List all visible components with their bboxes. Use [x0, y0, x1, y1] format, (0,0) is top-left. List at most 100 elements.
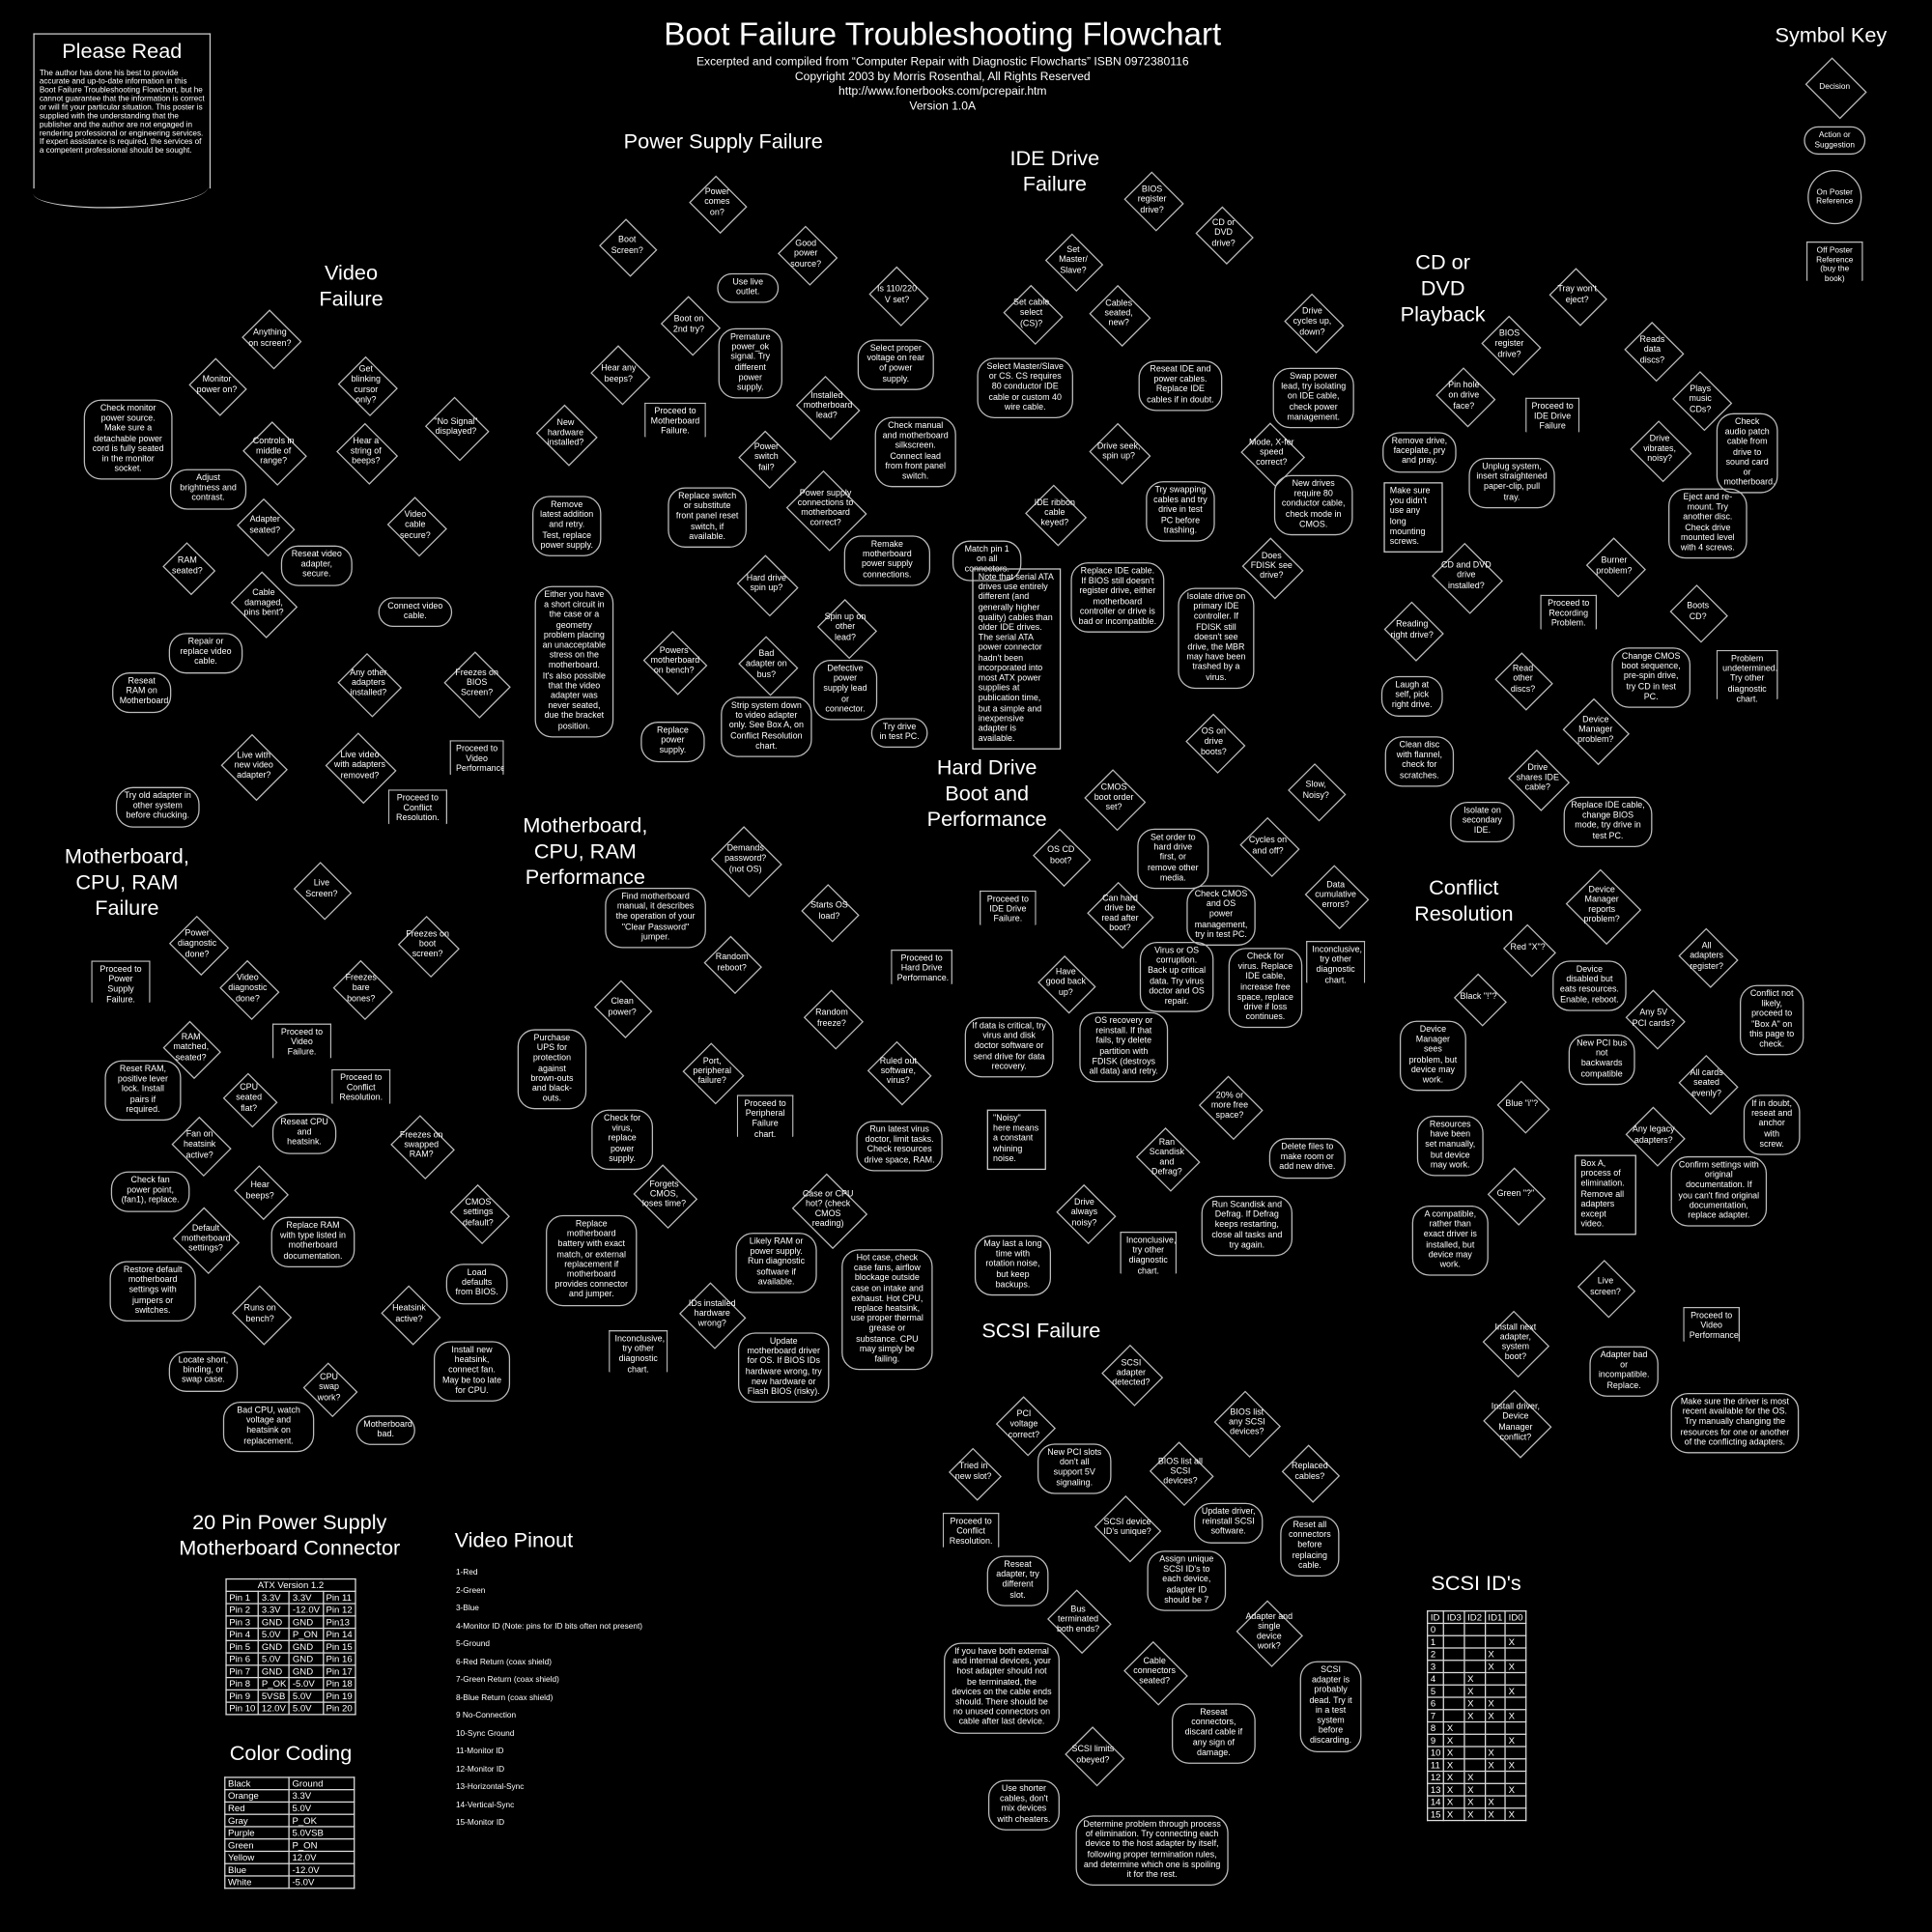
node-label: Either you have a short circuit in the c…: [542, 590, 607, 731]
hd-decision-node: Drive always noisy?: [1054, 1187, 1116, 1240]
table-cell: Ground: [288, 1776, 355, 1791]
cd-action-node: Isolate on secondary IDE.: [1450, 801, 1515, 842]
table-cell: [1443, 1684, 1465, 1698]
mbfail-action-node: Replace RAM with type listed in motherbo…: [270, 1216, 355, 1267]
table-cell: X: [1463, 1696, 1486, 1711]
node-label: Any 5V PCI cards?: [1632, 1009, 1675, 1028]
video-decision-node: Live with new video adapter?: [219, 737, 288, 796]
node-label: All cards seated evenly?: [1690, 1068, 1723, 1098]
table-cell: [1484, 1671, 1507, 1686]
ide-action-node: Swap power lead, try isolating on IDE ca…: [1272, 367, 1354, 429]
table-cell: [1463, 1622, 1486, 1636]
cd-decision-node: Tray won't eject?: [1548, 270, 1606, 321]
mbperf-action-node: Purchase UPS for protection against brow…: [517, 1029, 587, 1110]
table-row: 0: [1427, 1622, 1527, 1636]
node-label: Check monitor power source. Make sure a …: [92, 404, 164, 474]
node-label: Read other discs?: [1510, 665, 1536, 695]
node-label: Burner problem?: [1596, 556, 1633, 576]
table-cell: X: [1463, 1770, 1486, 1784]
node-label: IDs installed hardware wrong?: [688, 1299, 736, 1329]
table-cell: Pin 19: [322, 1689, 356, 1703]
node-label: Boots CD?: [1687, 602, 1710, 621]
table-cell: X: [1504, 1782, 1527, 1797]
mbfail-decision-node: Live Screen?: [292, 865, 351, 915]
node-label: Adapter seated?: [249, 516, 281, 535]
node-label: Check for virus. Replace IDE cable, incr…: [1236, 952, 1293, 1023]
ide-decision-node: CD or DVD drive?: [1194, 209, 1253, 259]
cd-decision-node: Burner problem?: [1583, 540, 1645, 593]
table-cell: P_ON: [288, 1838, 355, 1853]
node-label: Proceed to Hard Drive Performance.: [896, 954, 950, 983]
table-cell: P_ON: [289, 1627, 324, 1641]
node-label: Problem undetermined. Try other diagnost…: [1722, 654, 1778, 704]
cd-decision-node: Drive vibrates, noisy?: [1628, 422, 1691, 476]
node-label: RAM seated?: [171, 556, 203, 576]
table-cell: [1463, 1634, 1486, 1649]
table-cell: 5VSB: [258, 1689, 291, 1703]
hd-action-node: Delete files to make room or add new dri…: [1268, 1138, 1346, 1179]
video-reference-node: Proceed to Video Performance: [449, 740, 504, 788]
node-label: Drive always noisy?: [1070, 1198, 1098, 1228]
table-cell: 5.0V: [289, 1689, 324, 1703]
node-label: Reseat adapter, try different slot.: [996, 1560, 1039, 1600]
node-label: Use shorter cables, don't mix devices wi…: [997, 1784, 1051, 1825]
node-label: Proceed to Recording Problem.: [1548, 599, 1590, 629]
node-label: Red "X"?: [1510, 943, 1546, 952]
hd-decision-node: OS on drive boots?: [1182, 717, 1244, 770]
node-label: Reseat RAM on Motherboard: [119, 677, 169, 706]
hd-reference-node: Inconclusive, try other diagnostic chart…: [1120, 1231, 1178, 1290]
node-label: Anything on screen?: [248, 328, 292, 348]
node-label: Live screen?: [1590, 1277, 1621, 1296]
conflict-decision-node: Blue "i"?: [1494, 1083, 1548, 1128]
node-label: Remove drive, faceplate, pry and pray.: [1391, 437, 1448, 467]
node-label: Can hard drive be read after boot?: [1101, 894, 1139, 933]
scsi-decision-node: SCSI adapter detected?: [1099, 1347, 1163, 1401]
table-cell: X: [1504, 1709, 1527, 1723]
scsi-decision-node: SCSI device ID's unique?: [1093, 1498, 1161, 1557]
node-label: Proceed to Conflict Resolution.: [396, 794, 440, 824]
ide-decision-node: BIOS register drive?: [1122, 174, 1183, 227]
table-cell: 1: [1427, 1634, 1445, 1649]
pinout-item: 6-Red Return (coax shield): [455, 1658, 553, 1667]
node-label: Pin hole on drive face?: [1448, 382, 1480, 411]
video-action-node: Adjust brightness and contrast.: [170, 469, 247, 510]
table-cell: X: [1443, 1795, 1465, 1809]
conflict-decision-node: All adapters register?: [1676, 931, 1738, 984]
scsi-decision-node: PCI voltage correct?: [993, 1399, 1055, 1452]
pinout-item: 5-Ground: [455, 1639, 490, 1649]
node-label: Random reboot?: [715, 952, 749, 973]
mbperf-decision-node: Case or CPU hot? (check CMOS reading): [788, 1177, 867, 1243]
node-label: PCI voltage correct?: [1008, 1410, 1040, 1439]
table-cell: [1504, 1696, 1527, 1711]
scsi-action-node: Determine problem through process of eli…: [1075, 1815, 1229, 1887]
hd-decision-node: 20% or more free space?: [1197, 1078, 1264, 1135]
table-cell: [1463, 1647, 1486, 1662]
video-decision-node: Get blinking cursor only?: [335, 359, 397, 412]
node-label: Run Scandisk and Defrag. If Defrag keeps…: [1211, 1200, 1283, 1250]
table-cell: [1463, 1758, 1486, 1773]
hd-decision-node: Have good back up?: [1037, 958, 1095, 1009]
node-label: Cycles on and off?: [1248, 836, 1288, 856]
mbfail-decision-node: Video diagnostic done?: [216, 963, 278, 1016]
node-label: Video cable secure?: [399, 510, 431, 540]
scsi-action-node: Reseat adapter, try different slot.: [986, 1555, 1049, 1606]
node-label: Get blinking cursor only?: [351, 365, 381, 405]
node-label: Device Manager sees problem, but device …: [1408, 1025, 1458, 1085]
node-label: SCSI adapter is probably dead. Try it in…: [1309, 1665, 1352, 1746]
power-action-node: Use live outlet.: [717, 272, 780, 304]
table-header-cell: ID3: [1443, 1610, 1465, 1625]
node-label: CPU seated flat?: [236, 1084, 263, 1113]
cd-decision-node: Pin hole on drive face?: [1433, 370, 1494, 423]
table-cell: Pin 3: [225, 1615, 260, 1630]
pinout-item: 2-Green: [455, 1586, 486, 1596]
node-label: Proceed to Conflict Resolution.: [339, 1073, 384, 1103]
node-label: Make sure the driver is most recent avai…: [1680, 1398, 1790, 1447]
conflict-action-node: Adapter bad or incompatible. Replace.: [1589, 1346, 1659, 1397]
node-label: If data is critical, try virus and disk …: [972, 1022, 1046, 1071]
node-label: Boot Screen?: [611, 236, 643, 256]
node-label: Freezes on swapped RAM?: [399, 1130, 443, 1160]
table-cell: GND: [258, 1639, 291, 1654]
